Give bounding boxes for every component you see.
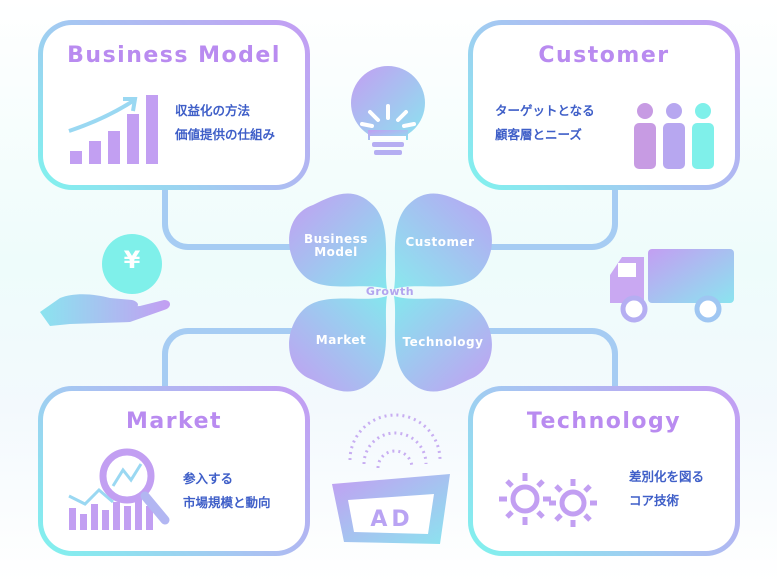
- connector-customer: [470, 180, 618, 250]
- growth-chart-icon: [68, 95, 158, 164]
- clover-leaf-business-model: [289, 193, 387, 289]
- ad-signal-sign-icon: [332, 413, 450, 544]
- lightbulb-icon: [351, 66, 425, 155]
- market-line-2: 市場規模と動向: [183, 495, 271, 510]
- customer-line-1: ターゲットとなる: [495, 103, 595, 118]
- connector-business-model: [162, 180, 312, 250]
- business-model-line-1: 収益化の方法: [175, 103, 251, 118]
- business-model-card: Business Model 収益化の方法 価値提供の仕組み: [38, 20, 310, 190]
- clover-label-market: Market: [315, 333, 367, 347]
- market-card: Market 参入する 市場規模と動向: [38, 386, 310, 556]
- delivery-truck-icon: [610, 249, 734, 323]
- technology-card: Technology 差別化を図る コア技術: [468, 386, 740, 556]
- clover-leaf-market: [289, 296, 387, 392]
- customer-line-2: 顧客層とニーズ: [495, 127, 582, 142]
- clover-diagram: [289, 193, 492, 392]
- connector-market: [162, 328, 312, 398]
- clover-center-label: Growth: [365, 285, 415, 298]
- connector-technology: [470, 328, 618, 398]
- technology-line-2: コア技術: [629, 493, 680, 508]
- clover-leaf-customer: [394, 193, 492, 289]
- clover-label-technology: Technology: [402, 335, 484, 349]
- customer-card: Customer ターゲットとなる 顧客層とニーズ: [468, 20, 740, 190]
- gears-icon: [499, 473, 597, 527]
- market-line-1: 参入する: [183, 471, 234, 486]
- clover-label-customer: Customer: [405, 235, 475, 249]
- market-title: Market: [125, 409, 223, 434]
- clover-leaf-technology: [394, 296, 492, 392]
- business-model-title: Business Model: [67, 43, 281, 68]
- customer-title: Customer: [538, 43, 670, 68]
- people-icon: [634, 103, 714, 169]
- hand-yen-coin-icon: [40, 234, 170, 326]
- ad-label: AD: [370, 507, 414, 532]
- market-research-icon: [68, 448, 170, 530]
- yen-symbol: ¥: [123, 246, 141, 274]
- technology-line-1: 差別化を図る: [629, 469, 705, 484]
- business-model-line-2: 価値提供の仕組み: [175, 127, 276, 142]
- technology-title: Technology: [526, 409, 682, 434]
- clover-label-business-model: Business Model: [304, 232, 368, 259]
